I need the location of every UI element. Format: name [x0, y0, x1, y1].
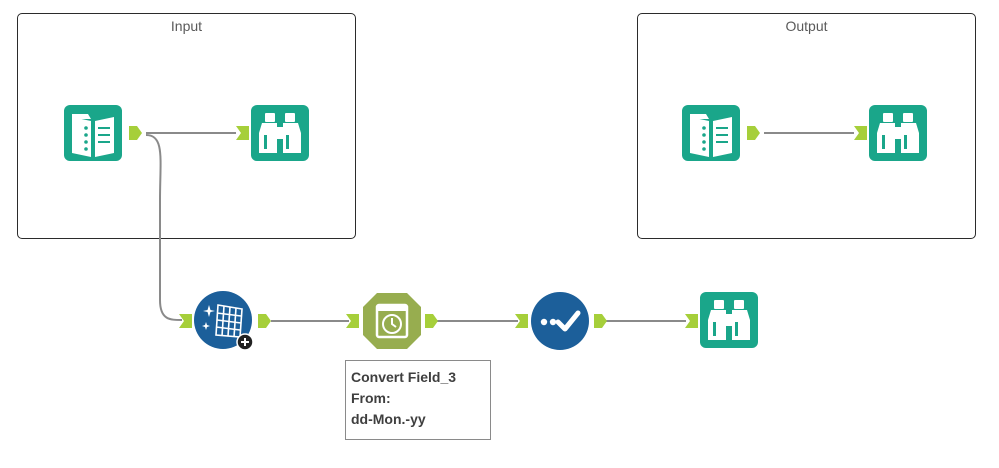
- browse-tool-3[interactable]: [700, 292, 758, 348]
- data-cleansing-tool[interactable]: [194, 291, 256, 353]
- book-icon: [64, 105, 122, 161]
- input-data-tool-1[interactable]: [64, 105, 122, 161]
- select-tool[interactable]: [530, 291, 590, 351]
- annotation-line-2: From:: [351, 390, 391, 406]
- browse-tool-2[interactable]: [869, 105, 927, 161]
- input-container-title: Input: [170, 18, 203, 34]
- clock-icon: [363, 293, 421, 349]
- input-anchor[interactable]: [515, 314, 528, 328]
- input-anchor[interactable]: [685, 314, 698, 328]
- checkmark-icon: [531, 292, 589, 350]
- input-anchor[interactable]: [179, 314, 192, 328]
- datetime-annotation[interactable]: Convert Field_3 From: dd-Mon.-yy: [345, 360, 491, 440]
- output-anchor[interactable]: [129, 126, 142, 140]
- output-container-title: Output: [785, 18, 828, 34]
- input-data-tool-2[interactable]: [682, 105, 740, 161]
- wire-input1-to-cleanse: [145, 134, 183, 321]
- annotation-line-1: Convert Field_3: [351, 369, 457, 385]
- input-anchor[interactable]: [236, 126, 249, 140]
- sparkle-grid-icon: [194, 291, 254, 351]
- input-anchor[interactable]: [854, 126, 867, 140]
- binoculars-icon: [251, 105, 309, 161]
- binoculars-icon: [700, 292, 758, 348]
- datetime-tool[interactable]: [361, 291, 423, 351]
- output-anchor[interactable]: [258, 314, 271, 328]
- output-anchor[interactable]: [747, 126, 760, 140]
- input-anchor[interactable]: [346, 314, 359, 328]
- browse-tool-1[interactable]: [251, 105, 309, 161]
- book-icon: [682, 105, 740, 161]
- output-anchor[interactable]: [425, 314, 438, 328]
- binoculars-icon: [869, 105, 927, 161]
- output-anchor[interactable]: [594, 314, 607, 328]
- annotation-line-3: dd-Mon.-yy: [351, 411, 426, 427]
